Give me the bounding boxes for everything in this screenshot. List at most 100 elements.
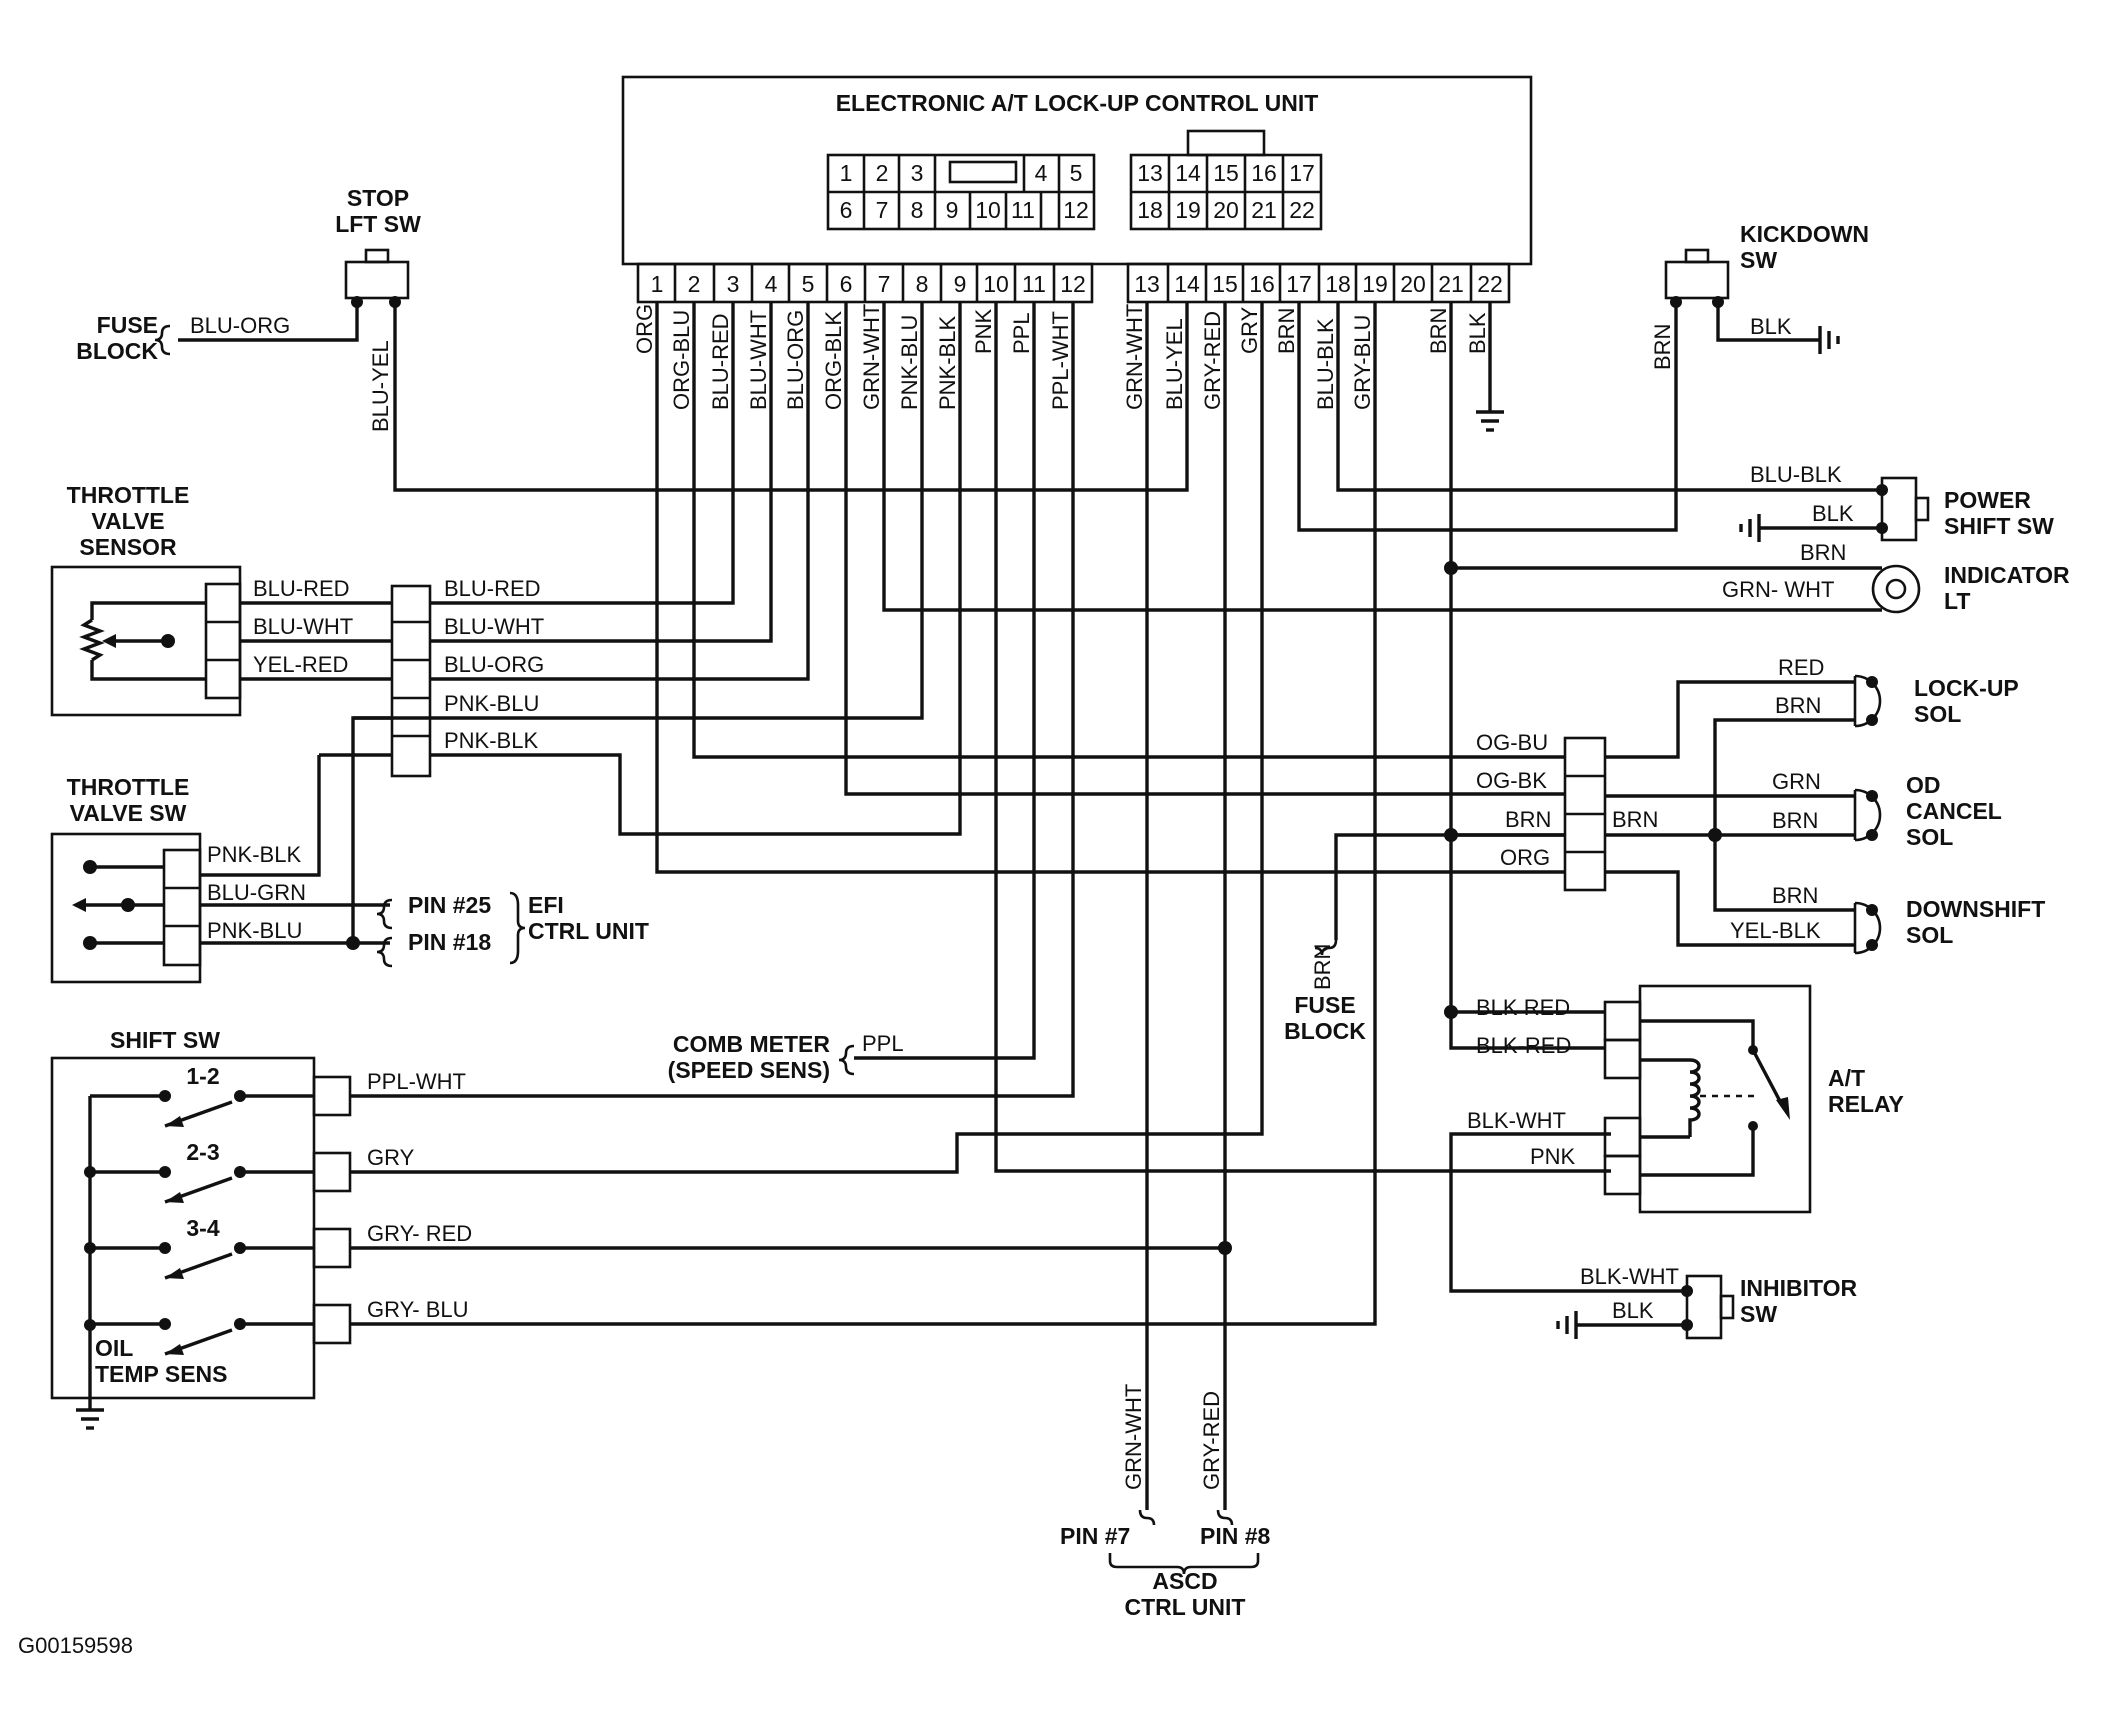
pin-number: 5 [802, 271, 815, 297]
wire-label: ORG [1500, 845, 1550, 870]
wire-label: YEL-BLK [1730, 918, 1821, 943]
wire-label: BLU-BLK [1750, 462, 1842, 487]
pin-number: 8 [916, 271, 929, 297]
pin-number: 10 [983, 271, 1009, 297]
wire-color-label: BLU-BLK [1313, 318, 1338, 410]
wire-label: PNK-BLU [207, 918, 302, 943]
wire-color-label: BLU-ORG [783, 310, 808, 410]
wire-label: BLK [1812, 501, 1854, 526]
wire-label: BLU-ORG [444, 652, 544, 677]
wire-label: BLK RED [1476, 995, 1570, 1020]
face-pin: 4 [1035, 160, 1048, 186]
ground-icon [76, 1400, 104, 1430]
face-pin: 9 [946, 197, 959, 223]
wire-color-label: GRY-RED [1200, 311, 1225, 410]
wire-color-label: BRN [1426, 308, 1451, 354]
wire-label: BLU-GRN [207, 880, 306, 905]
od-cancel-solenoid-icon [1853, 788, 1882, 842]
wire-label: BRN [1505, 807, 1551, 832]
wire-label: GRN-WHT [1121, 1384, 1146, 1490]
ascd-pin-8-label: PIN #8 [1200, 1523, 1271, 1549]
wire-label: BLU-RED [444, 576, 541, 601]
wire-label: BLU-WHT [253, 614, 353, 639]
wire-color-label: GRN-WHT [859, 304, 884, 410]
wire-color-label: BRN [1274, 308, 1299, 354]
pin-number: 17 [1286, 271, 1312, 297]
shift-switch-icon: 1-22-33-4 [50, 1056, 352, 1400]
face-pin: 1 [840, 160, 853, 186]
wire-label: BLK-RED [1476, 1033, 1571, 1058]
face-pin: 7 [876, 197, 889, 223]
wire-label: OG-BU [1476, 730, 1548, 755]
face-pin: 14 [1175, 160, 1201, 186]
wire-label: BLU-ORG [190, 313, 290, 338]
wire-label: BLK [1612, 1298, 1654, 1323]
wire-label: PNK-BLU [444, 691, 539, 716]
wire-color-label: ORG-BLK [821, 311, 846, 410]
wire-color-label: BLK [1465, 312, 1490, 354]
face-pin: 6 [840, 197, 853, 223]
wire-label: BLK [1750, 314, 1792, 339]
face-pin: 2 [876, 160, 889, 186]
wire-label: BRN [1800, 540, 1846, 565]
inline-connector-tvs [390, 584, 432, 778]
connector-face-b: 13 14 15 16 17 18 19 20 21 22 [1129, 129, 1323, 231]
wire-color-label: BLU-RED [708, 313, 733, 410]
face-pin: 11 [1011, 197, 1035, 223]
shift-sw-label: SHIFT SW [110, 1027, 220, 1053]
wire-label: PPL [862, 1031, 904, 1056]
wire-label: PPL-WHT [367, 1069, 466, 1094]
wire-label: BRN [1650, 324, 1675, 370]
face-pin: 15 [1213, 160, 1239, 186]
lockup-solenoid-icon [1853, 674, 1882, 728]
pin-number: 16 [1249, 271, 1275, 297]
rotated-wire-labels: BLU-YEL BRN BRN GRN-WHT GRY-RED [368, 324, 1675, 1490]
wire-label: BRN [1612, 807, 1658, 832]
face-pin: 18 [1137, 197, 1163, 223]
efi-pin-18-label: PIN #18 [408, 929, 491, 955]
ground-icon [1476, 410, 1504, 432]
face-pin: 21 [1251, 197, 1277, 223]
inline-connector-solenoids [1563, 736, 1607, 892]
horizontal-wire-labels: BLU-ORG BLK BLU-BLK BLK BRN GRN- WHT BLU… [190, 313, 1854, 1323]
face-pin: 8 [911, 197, 924, 223]
wire-label: BRN [1772, 883, 1818, 908]
efi-pin-25-label: PIN #25 [408, 892, 491, 918]
pin-number: 1 [651, 271, 664, 297]
wire-label: GRY [367, 1145, 415, 1170]
wire-label: PNK-BLK [444, 728, 538, 753]
wire-color-label: PPL-WHT [1048, 311, 1073, 410]
wire-color-label: PNK-BLU [897, 315, 922, 410]
wire-label: BLU-WHT [444, 614, 544, 639]
wire-color-label: BLU-YEL [1162, 318, 1187, 410]
kickdown-switch-icon [1664, 248, 1730, 308]
wire-label: BLU-YEL [368, 340, 393, 432]
pin-number: 3 [727, 271, 740, 297]
face-pin: 3 [911, 160, 924, 186]
ascd-pin-7-label: PIN #7 [1060, 1523, 1130, 1549]
face-pin: 16 [1251, 160, 1277, 186]
wire-label: PNK-BLK [207, 842, 301, 867]
pin-number: 9 [954, 271, 967, 297]
pin-number: 20 [1400, 271, 1426, 297]
wire-label: GRN [1772, 769, 1821, 794]
pin-number: 22 [1477, 271, 1503, 297]
inhibitor-switch-icon [1681, 1274, 1735, 1340]
wire-color-label: PNK-BLK [935, 316, 960, 410]
face-pin: 20 [1213, 197, 1239, 223]
relay-icon [1603, 984, 1812, 1214]
throttle-valve-switch-icon [50, 832, 202, 984]
ground-icon [1556, 1311, 1578, 1339]
wire-label: BRN [1310, 944, 1335, 990]
